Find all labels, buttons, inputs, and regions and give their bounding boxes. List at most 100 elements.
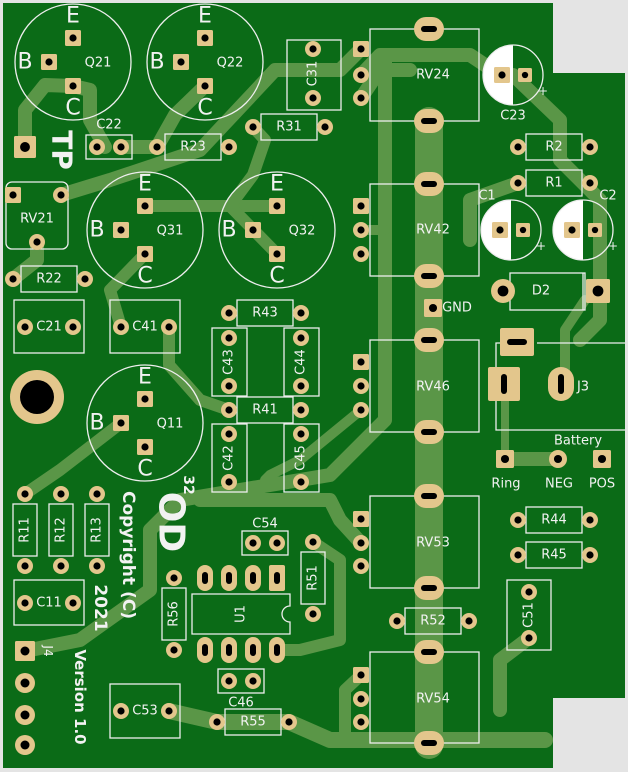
- solder-pad[interactable]: [353, 198, 369, 214]
- solder-pad[interactable]: [245, 673, 261, 689]
- solder-pad[interactable]: [89, 558, 105, 574]
- solder-pad[interactable]: [353, 558, 369, 574]
- solder-pad[interactable]: [293, 402, 309, 418]
- solder-pad[interactable]: [305, 606, 321, 622]
- solder-pad[interactable]: [197, 30, 213, 46]
- oval-pad[interactable]: [414, 328, 444, 352]
- solder-pad[interactable]: [510, 175, 526, 191]
- solder-pad[interactable]: [89, 139, 105, 155]
- solder-pad[interactable]: [510, 512, 526, 528]
- solder-pad[interactable]: [15, 641, 35, 661]
- oval-pad[interactable]: [221, 565, 237, 591]
- solder-pad[interactable]: [461, 613, 477, 629]
- oval-pad[interactable]: [269, 565, 285, 591]
- solder-pad[interactable]: [89, 486, 105, 502]
- oval-pad[interactable]: [414, 420, 444, 444]
- solder-pad[interactable]: [521, 630, 537, 646]
- solder-pad[interactable]: [353, 222, 369, 238]
- oval-pad[interactable]: [414, 576, 444, 600]
- solder-pad[interactable]: [582, 139, 598, 155]
- oval-pad[interactable]: [414, 640, 444, 664]
- solder-pad[interactable]: [41, 54, 57, 70]
- solder-pad[interactable]: [269, 535, 285, 551]
- solder-pad[interactable]: [15, 673, 35, 693]
- solder-pad[interactable]: [305, 534, 321, 550]
- solder-pad[interactable]: [353, 402, 369, 418]
- solder-pad[interactable]: [113, 319, 129, 335]
- solder-pad[interactable]: [17, 595, 33, 611]
- solder-pad[interactable]: [77, 271, 93, 287]
- solder-pad[interactable]: [305, 41, 321, 57]
- solder-pad[interactable]: [510, 547, 526, 563]
- oval-pad[interactable]: [197, 637, 213, 663]
- solder-pad[interactable]: [293, 330, 309, 346]
- oval-pad[interactable]: [414, 264, 444, 288]
- solder-pad[interactable]: [137, 391, 153, 407]
- solder-pad[interactable]: [113, 139, 129, 155]
- solder-pad[interactable]: [518, 68, 532, 82]
- solder-pad[interactable]: [424, 299, 442, 317]
- solder-pad[interactable]: [15, 705, 35, 725]
- solder-pad[interactable]: [221, 673, 237, 689]
- solder-pad[interactable]: [65, 319, 81, 335]
- solder-pad[interactable]: [17, 486, 33, 502]
- solder-pad[interactable]: [161, 703, 177, 719]
- solder-pad[interactable]: [113, 222, 129, 238]
- oval-pad[interactable]: [548, 367, 574, 401]
- solder-pad[interactable]: [221, 474, 237, 490]
- oval-pad[interactable]: [221, 637, 237, 663]
- solder-pad[interactable]: [582, 547, 598, 563]
- solder-pad[interactable]: [221, 402, 237, 418]
- solder-pad[interactable]: [166, 570, 182, 586]
- solder-pad[interactable]: [353, 667, 369, 683]
- solder-pad[interactable]: [65, 78, 81, 94]
- solder-pad[interactable]: [113, 703, 129, 719]
- solder-pad[interactable]: [494, 67, 510, 83]
- solder-pad[interactable]: [521, 584, 537, 600]
- solder-pad[interactable]: [221, 330, 237, 346]
- solder-pad[interactable]: [221, 305, 237, 321]
- oval-pad[interactable]: [414, 109, 444, 133]
- solder-pad[interactable]: [588, 223, 602, 237]
- solder-pad[interactable]: [293, 474, 309, 490]
- solder-pad[interactable]: [353, 354, 369, 370]
- solder-pad[interactable]: [353, 511, 369, 527]
- solder-pad[interactable]: [293, 305, 309, 321]
- solder-pad[interactable]: [293, 426, 309, 442]
- oval-pad[interactable]: [414, 731, 444, 755]
- solder-pad[interactable]: [221, 139, 237, 155]
- solder-pad[interactable]: [15, 735, 35, 755]
- solder-pad[interactable]: [5, 187, 21, 203]
- solder-pad[interactable]: [14, 136, 36, 158]
- solder-pad[interactable]: [53, 558, 69, 574]
- solder-pad[interactable]: [221, 378, 237, 394]
- solder-pad[interactable]: [564, 222, 580, 238]
- solder-pad[interactable]: [293, 378, 309, 394]
- solder-pad[interactable]: [269, 246, 285, 262]
- solder-pad[interactable]: [53, 187, 69, 203]
- solder-pad[interactable]: [317, 119, 333, 135]
- solder-pad[interactable]: [137, 439, 153, 455]
- solder-pad[interactable]: [65, 595, 81, 611]
- solder-pad[interactable]: [166, 642, 182, 658]
- solder-pad[interactable]: [582, 175, 598, 191]
- solder-pad[interactable]: [491, 279, 515, 303]
- solder-pad[interactable]: [353, 535, 369, 551]
- solder-pad[interactable]: [353, 691, 369, 707]
- solder-pad[interactable]: [389, 613, 405, 629]
- solder-pad[interactable]: [353, 90, 369, 106]
- oval-pad[interactable]: [414, 17, 444, 41]
- solder-pad[interactable]: [65, 30, 81, 46]
- solder-pad[interactable]: [353, 246, 369, 262]
- solder-pad[interactable]: [281, 714, 297, 730]
- solder-pad[interactable]: [161, 319, 177, 335]
- solder-pad[interactable]: [149, 139, 165, 155]
- solder-pad[interactable]: [516, 223, 530, 237]
- solder-pad[interactable]: [173, 54, 189, 70]
- solder-pad[interactable]: [245, 222, 261, 238]
- oval-pad[interactable]: [414, 484, 444, 508]
- solder-pad[interactable]: [137, 246, 153, 262]
- solder-pad[interactable]: [137, 198, 153, 214]
- solder-pad[interactable]: [29, 234, 45, 250]
- solder-pad[interactable]: [53, 486, 69, 502]
